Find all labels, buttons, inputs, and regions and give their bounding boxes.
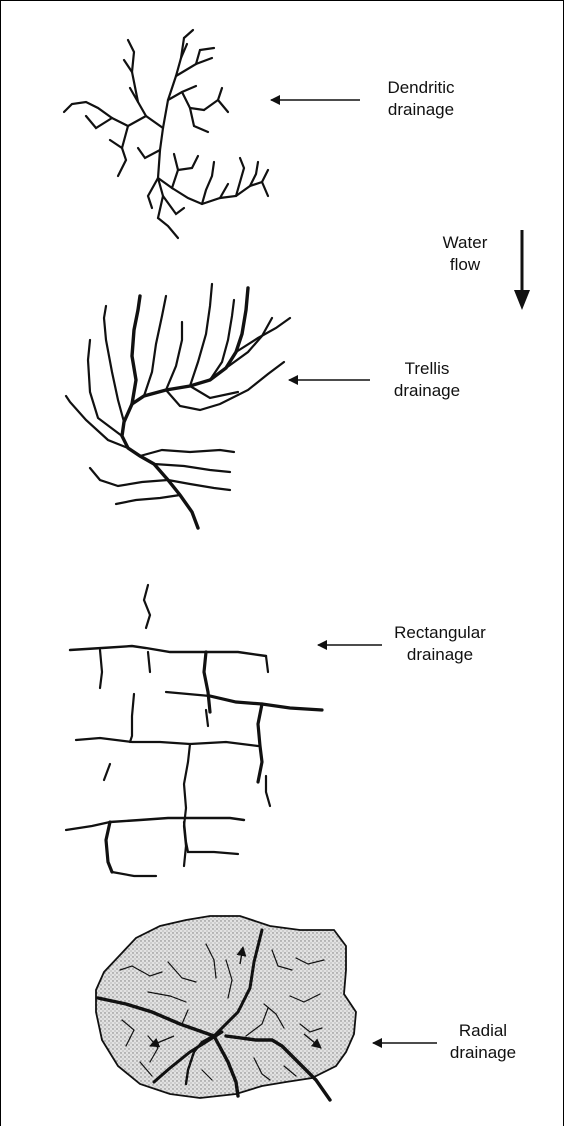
- rectangular-label: Rectangular drainage: [380, 622, 500, 666]
- rectangular-pattern: [66, 585, 322, 876]
- dendritic-label: Dendritic drainage: [366, 77, 476, 121]
- label-arrows: [271, 100, 437, 1043]
- trellis-pattern: [66, 284, 290, 528]
- water-flow-label: Water flow: [430, 232, 500, 276]
- radial-label: Radial drainage: [428, 1020, 538, 1064]
- trellis-label: Trellis drainage: [372, 358, 482, 402]
- dendritic-pattern: [64, 30, 268, 238]
- water-flow-arrow: [514, 230, 530, 310]
- radial-pattern: [96, 916, 356, 1100]
